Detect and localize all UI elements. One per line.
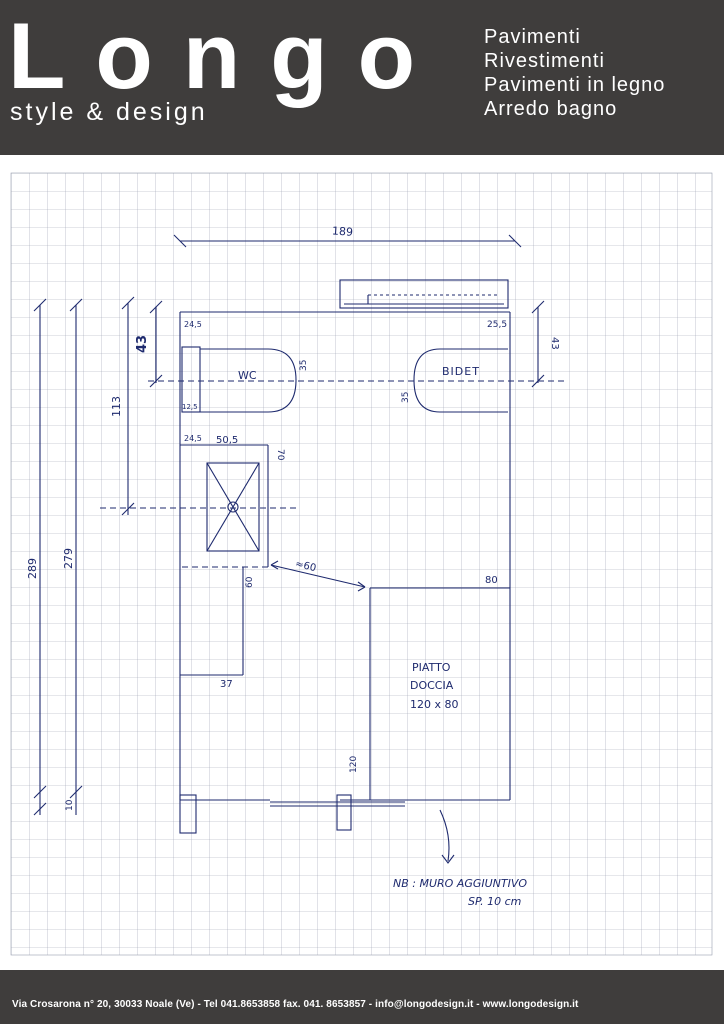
wc-label: WC — [238, 369, 257, 382]
drawing-stroke: 120 — [349, 756, 359, 773]
drawing-stroke: 24,5 — [184, 320, 202, 329]
drawing-stroke — [69, 298, 83, 312]
shower-label-line3: 120 x 80 — [410, 698, 459, 711]
drawing-stroke: 35 — [401, 392, 411, 403]
drawing-stroke: 25,5 — [487, 320, 507, 330]
window — [339, 279, 509, 309]
drawing-stroke: 24,5 — [184, 434, 202, 443]
drawing-stroke: 35 — [299, 360, 309, 371]
drawing-stroke — [33, 802, 47, 816]
drawing-stroke — [270, 560, 279, 570]
bidet — [413, 348, 508, 413]
drawing-stroke — [33, 298, 47, 312]
drawing-stroke: 279 — [62, 548, 75, 569]
letterhead-footer: Via Crosarona n° 20, 30033 Noale (Ve) - … — [0, 970, 724, 1024]
services-list: Pavimenti Rivestimenti Pavimenti in legn… — [484, 25, 665, 121]
diagonal-dimension — [270, 564, 366, 588]
drawing-stroke: 12,5 — [182, 403, 198, 411]
wc-tank — [181, 346, 201, 413]
wc-bowl — [200, 348, 297, 413]
drawing-stroke — [441, 854, 455, 864]
company-logo: Longo — [8, 3, 446, 108]
drawing-stroke: 80 — [485, 575, 498, 586]
drawing-stroke — [33, 785, 47, 799]
note-line1: NB : MURO AGGIUNTIVO — [393, 877, 527, 890]
graph-paper-sheet: 189 WC 24,5 12,5 35 BIDET 25,5 35 — [0, 155, 724, 970]
bidet-label: BIDET — [442, 365, 480, 378]
drawing-stroke — [357, 581, 366, 592]
drawing-stroke — [69, 785, 83, 799]
drawing-stroke: ≈60 — [294, 559, 317, 574]
drawing-stroke — [336, 794, 352, 831]
drawing-stroke — [121, 296, 135, 310]
note-line2: SP. 10 cm — [468, 895, 521, 908]
drawing-stroke — [227, 501, 239, 513]
service-item: Pavimenti in legno — [484, 74, 666, 96]
grid-area — [10, 172, 713, 956]
drawing-stroke: 70 — [275, 449, 285, 461]
floor-plan-drawing: 189 WC 24,5 12,5 35 BIDET 25,5 35 — [10, 172, 713, 956]
shower-label-line1: PIATTO — [412, 661, 451, 674]
footer-contact-info: Via Crosarona n° 20, 30033 Noale (Ve) - … — [12, 999, 579, 1010]
drawing-stroke — [121, 502, 135, 516]
drawing-stroke: 43 — [549, 337, 560, 350]
shower-label-line2: DOCCIA — [410, 679, 454, 692]
washbasin — [206, 462, 260, 552]
drawing-stroke — [531, 300, 545, 314]
drawing-stroke — [508, 234, 522, 248]
drawing-stroke — [173, 234, 187, 248]
drawing-stroke — [206, 462, 260, 552]
drawing-stroke: 289 — [26, 558, 39, 579]
drawing-stroke: 37 — [220, 679, 233, 690]
service-item: Arredo bagno — [484, 98, 618, 120]
drawing-stroke — [149, 374, 163, 388]
drawing-stroke: 10 — [65, 799, 75, 811]
service-item: Pavimenti — [484, 26, 581, 48]
note-arrow — [439, 809, 450, 862]
drawing-stroke: 50,5 — [216, 435, 238, 446]
letterhead-header: Longo style & design Pavimenti Rivestime… — [0, 0, 724, 155]
drawing-stroke — [149, 300, 163, 314]
company-tagline: style & design — [10, 98, 208, 126]
drawing-stroke: 60 — [245, 576, 255, 588]
drawing-stroke — [179, 794, 197, 834]
drawing-stroke: 43 — [135, 335, 150, 353]
drawing-stroke — [531, 374, 545, 388]
dim-label-189: 189 — [332, 224, 354, 238]
drawing-stroke: 113 — [110, 396, 123, 417]
service-item: Rivestimenti — [484, 50, 605, 72]
